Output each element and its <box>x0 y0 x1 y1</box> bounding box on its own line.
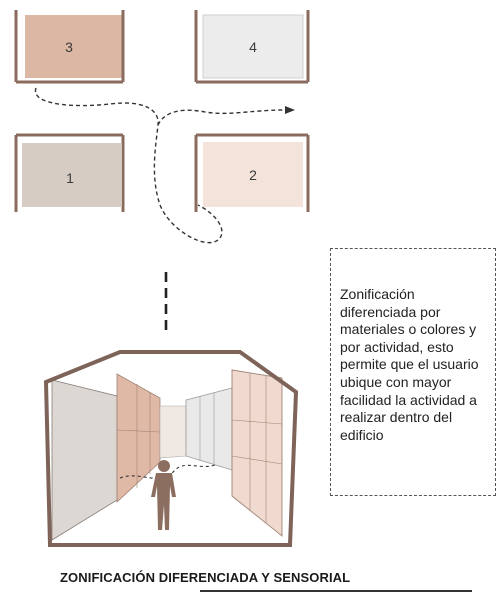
zone-1-label: 1 <box>66 170 74 186</box>
zone-1-fill <box>22 143 122 207</box>
circulation-path-upper <box>157 109 286 126</box>
zone-3-fill <box>25 15 123 78</box>
description-text: Zonificación diferenciada por materiales… <box>340 286 479 443</box>
zone-4-label: 4 <box>249 39 257 55</box>
zone-4: 4 <box>194 10 310 84</box>
zone-3: 3 <box>14 10 125 84</box>
wall-right-wood <box>231 369 283 537</box>
corridor-end-wall <box>159 405 187 459</box>
room-frame <box>43 350 299 547</box>
floor-path <box>119 464 216 479</box>
zone-3-label: 3 <box>65 39 73 55</box>
wall-right-wood-rail-2 <box>231 455 283 465</box>
description-box <box>330 248 496 496</box>
path-arrowhead <box>285 106 295 114</box>
person-head <box>158 460 170 472</box>
person-figure <box>151 460 176 530</box>
wall-right-wood-rail <box>231 419 283 425</box>
zone-1: 1 <box>14 133 125 212</box>
zone-4-fill <box>202 14 304 79</box>
circulation-path <box>34 87 223 244</box>
zone-2: 2 <box>194 133 310 212</box>
zone-2-label: 2 <box>249 167 257 183</box>
caption-underline <box>200 590 472 592</box>
corridor-illustration <box>43 350 299 547</box>
person-body <box>151 473 176 530</box>
zone-2-fill <box>203 142 303 207</box>
wall-left-wood-rail <box>116 429 161 433</box>
diagram-caption: ZONIFICACIÓN DIFERENCIADA Y SENSORIAL <box>60 570 351 585</box>
wall-right-grey <box>185 387 233 471</box>
